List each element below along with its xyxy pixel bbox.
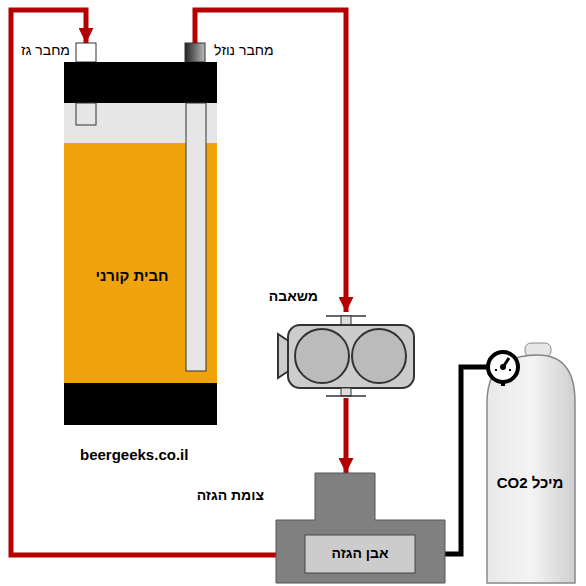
- node-label: צומת הגזה: [197, 487, 264, 503]
- corny-keg-outline: [64, 43, 217, 425]
- gas-connector-label: מחבר גז: [21, 42, 70, 58]
- carbonation-stone: אבן הגזה: [305, 535, 415, 573]
- node-label: משאבה: [269, 288, 318, 304]
- liquid-connector-label: מחבר נוזל: [214, 42, 274, 58]
- node-label: אבן הגזה: [331, 545, 388, 561]
- corny-keg: חבית קורני: [64, 43, 217, 425]
- node-label: חבית קורני: [95, 267, 168, 284]
- co2-tank: מיכל CO2: [470, 340, 580, 584]
- watermark: beergeeks.co.il: [80, 446, 188, 463]
- beer-line: [195, 10, 346, 312]
- pump: משאבה: [278, 312, 415, 398]
- beer-line: [344, 398, 349, 473]
- co2-tank-outline: [470, 340, 580, 584]
- carbonation-tee: צומת הגזהאבן הגזה: [276, 473, 445, 583]
- beer-line: [11, 10, 276, 555]
- node-label: מיכל CO2: [495, 474, 565, 491]
- pump-outline: [278, 312, 415, 398]
